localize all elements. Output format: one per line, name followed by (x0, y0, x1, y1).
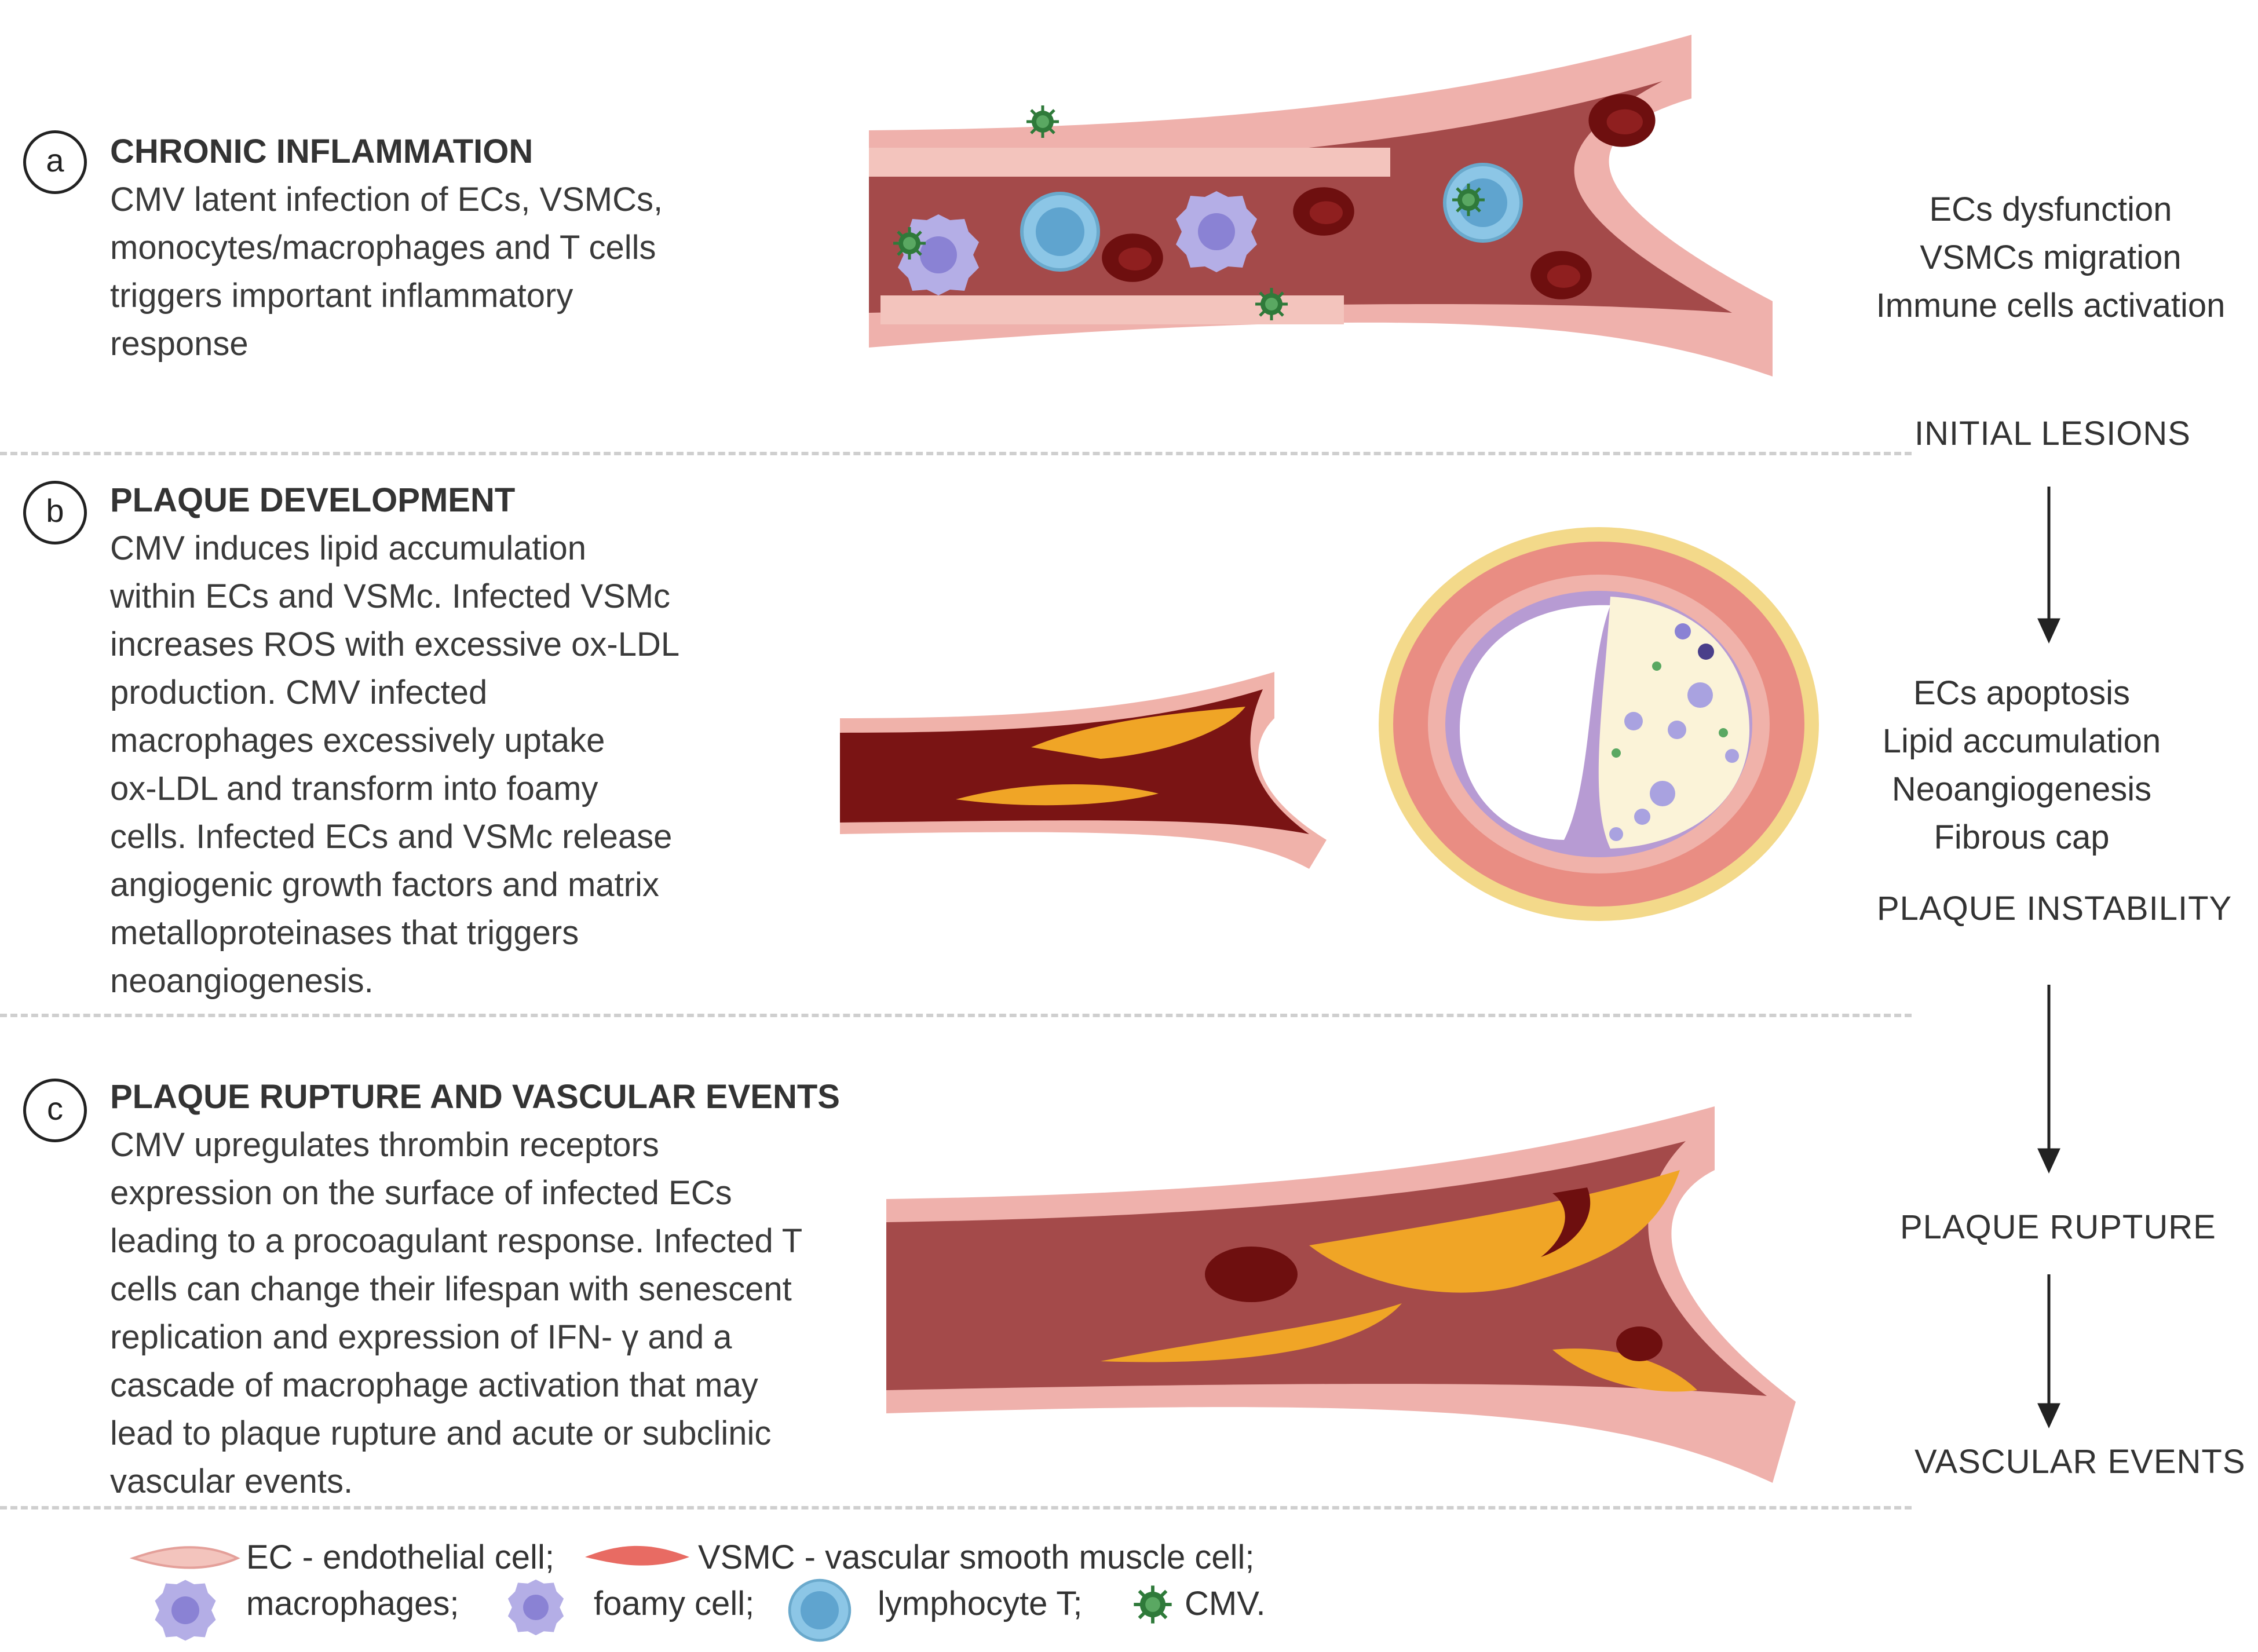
legend-lymphocyte: lymphocyte T; (878, 1585, 1083, 1622)
panel-a-text: CHRONIC INFLAMMATION CMV latent infectio… (110, 127, 663, 368)
side-note: ECs apoptosis (1913, 674, 2130, 712)
panel-b-body: CMV induces lipid accumulation within EC… (110, 529, 680, 1000)
panel-b-label: b (23, 481, 87, 544)
legend-macrophages: macrophages; (246, 1585, 459, 1622)
legend-cmv: CMV. (1185, 1585, 1266, 1622)
section-divider (0, 1506, 1912, 1510)
legend-foamy-cell: foamy cell; (594, 1585, 755, 1622)
legend-vsmc: VSMC - vascular smooth muscle cell; (698, 1538, 1255, 1576)
panel-a-label: a (23, 130, 87, 194)
stage-plaque-instability: PLAQUE INSTABILITY (1877, 890, 2233, 927)
plaque-rupture-illustration (886, 1106, 1796, 1483)
stage-vascular-events: VASCULAR EVENTS (1914, 1443, 2246, 1481)
section-divider (0, 1014, 1912, 1017)
section-divider (0, 452, 1912, 455)
panel-a-body: CMV latent infection of ECs, VSMCs, mono… (110, 181, 663, 363)
plaque-development-illustration (840, 672, 1327, 869)
panel-c-title: PLAQUE RUPTURE AND VASCULAR EVENTS (110, 1078, 840, 1116)
side-note: Fibrous cap (1934, 818, 2110, 856)
panel-b-text: PLAQUE DEVELOPMENT CMV induces lipid acc… (110, 476, 679, 1005)
panel-c-label: c (23, 1079, 87, 1142)
side-note: VSMCs migration (1920, 239, 2182, 276)
panel-b-title: PLAQUE DEVELOPMENT (110, 481, 516, 519)
side-note: ECs dysfunction (1929, 191, 2172, 228)
stage-plaque-rupture: PLAQUE RUPTURE (1900, 1208, 2216, 1246)
side-note: Immune cells activation (1876, 287, 2226, 324)
side-notes-b: ECs apoptosis Lipid accumulation Neoangi… (1830, 669, 2213, 861)
legend-ec: EC - endothelial cell; (246, 1538, 554, 1576)
stage-arrows (2037, 487, 2060, 1429)
side-note: Neoangiogenesis (1891, 770, 2152, 808)
vessel-inflammation-illustration (869, 35, 1773, 377)
panel-a-title: CHRONIC INFLAMMATION (110, 133, 534, 170)
panel-c-text: PLAQUE RUPTURE AND VASCULAR EVENTS CMV u… (110, 1073, 840, 1505)
stage-initial-lesions: INITIAL LESIONS (1914, 415, 2191, 452)
panel-c-body: CMV upregulates thrombin receptors expre… (110, 1126, 803, 1500)
side-note: Lipid accumulation (1882, 722, 2161, 760)
artery-cross-section-illustration (1379, 527, 1819, 921)
side-notes-a: ECs dysfunction VSMCs migration Immune c… (1842, 185, 2258, 330)
